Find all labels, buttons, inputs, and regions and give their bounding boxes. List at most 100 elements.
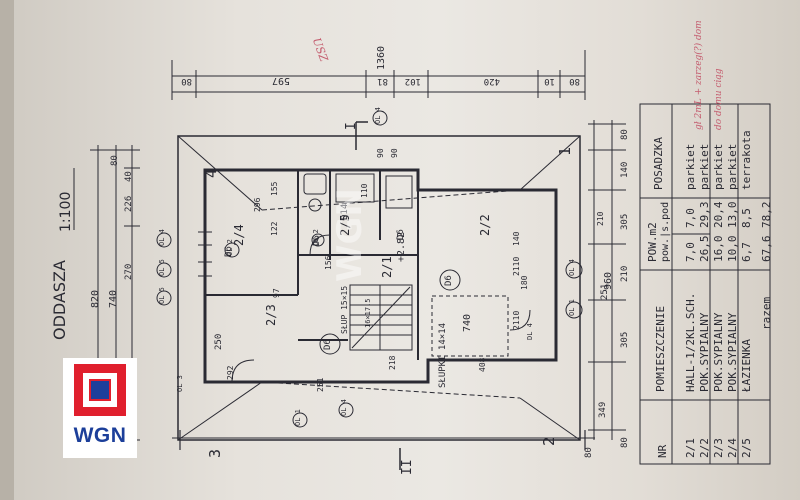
room-label-2-1: 2/1 [380,256,394,278]
table-header-room: POMIESZCZENIE [654,305,667,392]
dim-top-left-80: 80 [181,76,192,86]
dim-bottom-80-left: 80 [584,447,594,458]
stair-note: 16×17,5 [364,298,372,328]
inner-dim-122: 122 [270,221,279,236]
inner-walls [205,170,419,360]
dim-side-140: 140 [620,161,630,178]
dim-left-80: 80 [110,155,120,166]
dim-ticks-top [171,50,586,100]
dim-top-420: 420 [483,76,500,86]
roof-ridge [261,189,521,211]
windows-left [198,231,212,277]
table-row-nr-4: 2/4 [726,438,739,458]
inner-dim-218: 218 [388,355,397,370]
inner-dim-140: 140 [512,231,521,246]
section-lines [355,121,401,470]
table-row-name-3: POK.SYPIALNY [712,312,725,392]
dim-top-597: 597 [271,75,290,86]
inner-dim-250: 250 [214,333,224,350]
roof-hip-3 [177,381,263,441]
roof-ridge-2 [261,381,521,399]
wgn-logo: WGN [63,358,137,458]
table-row-usable-3: 20,4 [712,201,725,229]
opening-2110-a: 2110 [512,256,521,276]
window-tag-ol4-b: OL 4 [568,259,576,276]
dim-top-overall: 1360 [376,45,387,70]
window-tag-ol2-b: OL 2 [226,239,234,256]
window-tag-ol2-a: OL 2 [312,229,320,246]
table-header-area-sub: pow.|s.pod [660,201,671,262]
table-row-area-2: 26,5 [698,235,711,263]
inner-dim-90b: 90 [390,148,399,158]
table-total-label: razem [760,296,773,330]
watermark: WGN [330,188,370,282]
room-label-2-4: 2/4 [232,224,246,246]
bathroom-fixtures [303,173,413,212]
inner-dim-155: 155 [270,181,279,196]
opening-2110-b: 2110 [512,310,521,330]
dim-ticks-side [588,123,626,431]
door-tag-d6-a: D6 [323,339,333,350]
window-tag-ol5-b: OL 5 [158,287,166,304]
table-row-floor-5: terrakota [740,130,753,190]
corner-marker-3: 3 [206,448,224,458]
inner-dim-97: 97 [272,288,281,298]
column-note-14: SŁUPKI 14×14 [438,322,448,388]
table-header-area: POW.m2 [646,222,659,262]
dim-top-102: 102 [404,76,421,86]
inner-dim-90a: 90 [376,148,385,158]
table-row-area-3: 16,0 [712,235,725,263]
table-row-area-5: 6,7 [740,242,753,262]
handwriting-note-1: gł 2mL + zarzeg(?) dom [694,20,704,130]
dim-side-349: 349 [598,401,608,418]
table-row-usable-4: 13,0 [726,201,739,229]
level-mark: +2.82 [396,231,407,262]
dim-top-81: 81 [377,76,388,86]
dim-left-226: 226 [124,195,134,212]
room-label-2-2: 2/2 [478,214,492,236]
table-row-nr-2: 2/2 [698,438,711,458]
table-row-name-2: POK.SYPIALNY [698,312,711,392]
inner-dim-210: 210 [596,211,605,226]
window-tag-ol1-a: OL 1 [568,299,576,316]
dim-bottom-80-right: 80 [620,437,630,448]
wgn-logo-mark [74,364,126,416]
roof-hip-4 [519,397,581,441]
dim-top-80: 80 [569,76,580,86]
roof-outline [177,135,581,441]
corner-marker-1: 1 [556,146,574,156]
table-row-nr-1: 2/1 [684,438,697,458]
inner-dim-408: 408 [478,357,487,372]
section-marker-ii: II [400,459,415,475]
room-table-frame [639,103,771,465]
table-row-floor-3: parkiet [712,143,725,190]
inner-dim-296: 296 [253,197,262,212]
window-tag-ol4-d: OL 4 [374,107,382,124]
stairs [349,284,413,351]
room-label-2-3: 2/3 [264,304,278,326]
table-row-area-1: 7,0 [684,242,697,262]
inner-dim-180: 180 [520,275,529,290]
section-marker-i: I [344,122,359,130]
table-row-area-4: 10,0 [726,235,739,263]
window-tag-ol1-b: OL 1 [294,409,302,426]
table-total-usable: 78,2 [760,201,773,229]
table-header-floor: POSADZKA [652,137,665,190]
table-row-usable-5: 8,5 [740,208,753,228]
drawing-scale: 1:100 [58,191,74,232]
dim-side-305b: 305 [620,331,630,348]
paper-edge [0,0,14,500]
door-swings [231,234,531,383]
outer-walls [203,168,558,384]
table-row-name-4: POK.SYPIALNY [726,312,739,392]
dim-side-305: 305 [620,213,630,230]
table-row-floor-2: parkiet [698,143,711,190]
inner-dim-251: 251 [316,377,325,392]
table-row-name-1: HALL-1/2KL.SCH. [684,292,697,392]
inner-dim-740: 740 [462,313,473,332]
element-tags [156,110,583,428]
table-row-usable-1: 7,0 [684,208,697,228]
door-tag-d6-b: D6 [444,275,454,286]
